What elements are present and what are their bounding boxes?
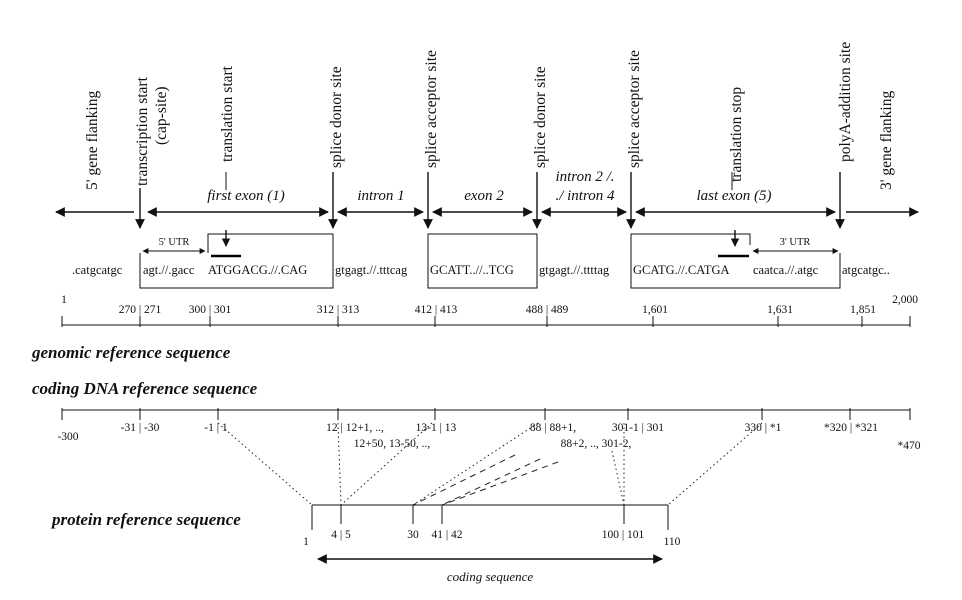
coding-tick-12-plus-50: 12+50, 13-50, .., (354, 438, 431, 450)
label-splice-donor-2: splice donor site (532, 66, 549, 168)
seq-exon-1-coding: ATGGACG.//.CAG (208, 263, 307, 277)
intron-4-label: ./ intron 4 (555, 188, 615, 204)
label-polya-site: polyA-addition site (837, 42, 854, 162)
intron-1-label: intron 1 (357, 188, 404, 204)
coding-tick-minus-300: -300 (57, 431, 78, 443)
genomic-tick-300: 300 | 301 (189, 304, 232, 316)
label-transcription-start: transcription start (134, 76, 151, 186)
exon-2-label: exon 2 (464, 188, 504, 204)
seq-intron-4: gtgagt.//.ttttag (539, 263, 610, 277)
coding-tick-minus-1: -1 | 1 (204, 422, 228, 434)
coding-tick-12: 12 | 12+1, .., (326, 422, 384, 434)
genomic-reference-heading: genomic reference sequence (31, 343, 231, 362)
exon-1-box (139, 233, 334, 289)
genomic-tick-1601: 1,601 (642, 304, 668, 316)
5-utr-label: 5' UTR (159, 237, 190, 248)
coding-sequence-label: coding sequence (447, 569, 534, 584)
coding-reference-heading: coding DNA reference sequence (32, 379, 258, 398)
coding-tick-470: *470 (898, 440, 921, 452)
seq-intron-1: gtgagt.//.tttcag (335, 263, 408, 277)
seq-exon-2: GCATT..//..TCG (430, 263, 514, 277)
seq-5-utr: agt.//.gacc (143, 263, 195, 277)
protein-scale (311, 504, 669, 530)
protein-tick-110: 110 (664, 536, 681, 548)
protein-reference-heading: protein reference sequence (50, 510, 241, 529)
coding-tick-minus-31: -31 | -30 (121, 422, 160, 434)
label-translation-start: translation start (219, 65, 236, 162)
label-splice-acceptor-2: splice acceptor site (626, 50, 643, 168)
first-exon-label: first exon (1) (207, 188, 284, 204)
coding-tick-320: *320 | *321 (824, 422, 878, 434)
protein-tick-41: 41 | 42 (431, 529, 462, 541)
genomic-tick-2000: 2,000 (892, 294, 918, 306)
seq-3-flank: atgcatgc.. (842, 263, 890, 277)
projection-lines (217, 422, 763, 506)
genomic-tick-412: 412 | 413 (415, 304, 458, 316)
label-5-gene-flanking: 5' gene flanking (84, 91, 101, 190)
coding-tick-88: 88 | 88+1, (530, 422, 576, 434)
protein-tick-30: 30 (407, 529, 419, 541)
seq-5-flank: .catgcatgc (72, 263, 123, 277)
label-splice-acceptor-1: splice acceptor site (423, 50, 440, 168)
genomic-tick-270: 270 | 271 (119, 304, 162, 316)
genomic-tick-312: 312 | 313 (317, 304, 360, 316)
seq-3-utr: caatca.//.atgc (753, 263, 819, 277)
label-3-gene-flanking: 3' gene flanking (878, 91, 895, 190)
label-cap-site: (cap-site) (153, 86, 170, 145)
genomic-tick-488: 488 | 489 (526, 304, 569, 316)
coding-tick-88-plus-2: 88+2, .., 301-2, (561, 438, 632, 450)
coding-tick-330: 330 | *1 (745, 422, 782, 434)
protein-tick-4: 4 | 5 (331, 529, 351, 541)
intron-2-label: intron 2 /. (555, 169, 614, 185)
exon-2-box (427, 233, 538, 289)
protein-tick-100: 100 | 101 (602, 529, 645, 541)
label-splice-donor-1: splice donor site (328, 66, 345, 168)
coding-tick-13: 13-1 | 13 (416, 422, 457, 434)
coding-tick-301: 301-1 | 301 (612, 422, 664, 434)
3-utr-label: 3' UTR (780, 237, 811, 248)
protein-tick-1: 1 (303, 536, 309, 548)
genomic-tick-1: 1 (61, 294, 67, 306)
genomic-tick-1631: 1,631 (767, 304, 793, 316)
genomic-tick-1851: 1,851 (850, 304, 876, 316)
label-translation-stop: translation stop (728, 87, 745, 182)
last-exon-label: last exon (5) (697, 188, 772, 204)
genomic-scale (61, 316, 911, 327)
seq-exon-5-coding: GCATG.//.CATGA (633, 263, 730, 277)
exon-5-box (630, 233, 841, 289)
coding-scale (61, 408, 911, 420)
